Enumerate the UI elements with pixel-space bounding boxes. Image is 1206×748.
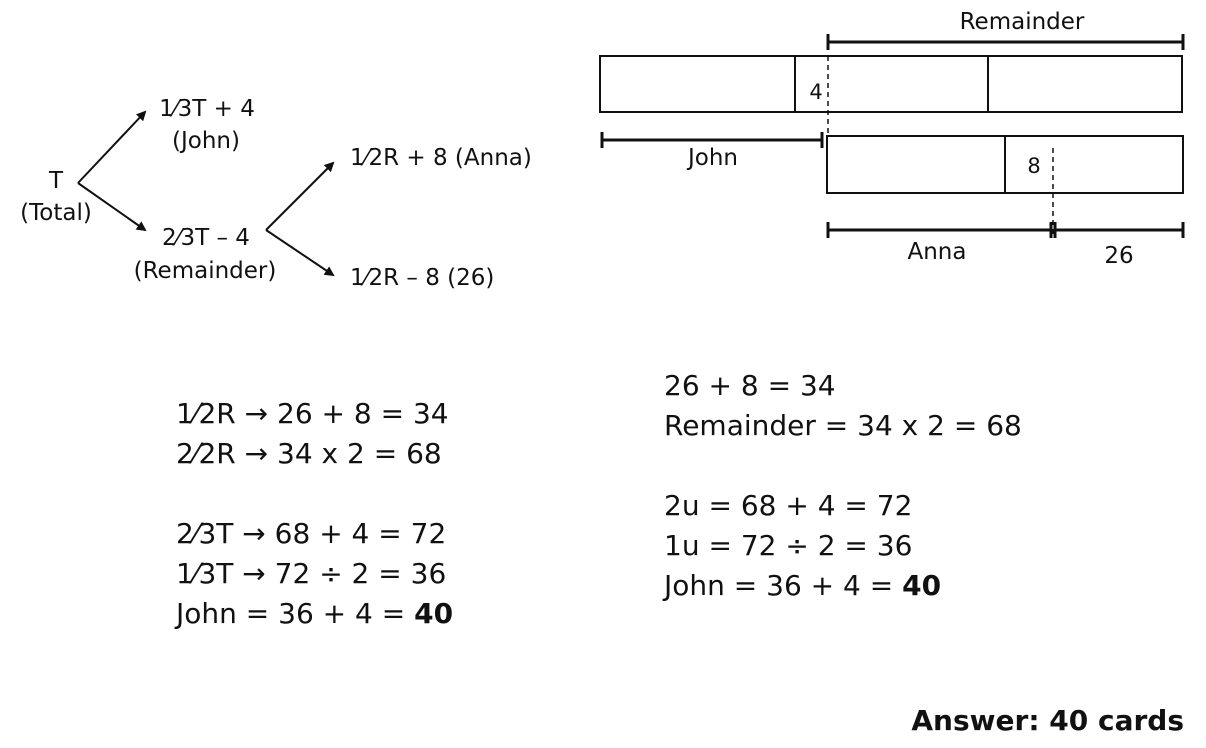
final-answer: Answer: 40 cards	[911, 704, 1184, 737]
left-working-result: 40	[414, 597, 454, 630]
anna-bracket	[826, 222, 1053, 238]
right-working-line-2: Remainder = 34 x 2 = 68	[664, 409, 1022, 442]
tree-john-label: (John)	[172, 128, 240, 154]
left-working: 1⁄2R → 26 + 8 = 34 2⁄2R → 34 x 2 = 68 2⁄…	[176, 394, 453, 634]
john-bracket	[600, 132, 824, 148]
left-working-line-5: John = 36 + 4 = 40	[176, 594, 453, 634]
tree-rest-expression: 1⁄2R – 8 (26)	[350, 265, 494, 291]
arrow-to-john	[77, 110, 147, 184]
tree-remainder-expression: 2⁄3T – 4	[162, 225, 250, 251]
top-bar-four-label: 4	[809, 80, 822, 104]
top-bar	[599, 55, 1183, 113]
anna-bracket-label: Anna	[908, 239, 967, 265]
twenty-six-bracket	[1053, 222, 1185, 238]
arrow-to-remainder	[77, 182, 147, 232]
bottom-bar-eight-label: 8	[1027, 154, 1040, 178]
right-working-line-3: 2u = 68 + 4 = 72	[664, 489, 913, 522]
tree-john-expression: 1⁄3T + 4	[159, 96, 255, 122]
right-working-result: 40	[902, 569, 942, 602]
tree-remainder-label: (Remainder)	[134, 258, 277, 284]
left-working-line-3: 2⁄3T → 68 + 4 = 72	[176, 517, 447, 550]
john-bracket-label: John	[686, 145, 738, 171]
tree-diagram: T (Total) 1⁄3T + 4 (John) 2⁄3T – 4 (Rema…	[20, 96, 532, 291]
right-working-line-4: 1u = 72 ÷ 2 = 36	[664, 529, 913, 562]
tree-anna-expression: 1⁄2R + 8 (Anna)	[350, 145, 532, 171]
right-working-spacer	[664, 446, 1022, 486]
right-working-line-5: John = 36 + 4 = 40	[664, 566, 1022, 606]
left-working-line-1: 1⁄2R → 26 + 8 = 34	[176, 397, 449, 430]
left-working-line-4: 1⁄3T → 72 ÷ 2 = 36	[176, 557, 447, 590]
arrow-to-anna	[265, 161, 335, 231]
tree-root-label: T	[48, 168, 64, 194]
remainder-bracket	[826, 34, 1185, 50]
remainder-bracket-label: Remainder	[960, 9, 1085, 35]
arrow-to-rest	[265, 229, 335, 277]
right-working-line-1: 26 + 8 = 34	[664, 369, 836, 402]
left-working-line-5-text: John = 36 + 4 =	[176, 597, 415, 630]
right-working: 26 + 8 = 34 Remainder = 34 x 2 = 68 2u =…	[664, 366, 1022, 606]
twenty-six-bracket-label: 26	[1104, 243, 1133, 269]
left-working-line-2: 2⁄2R → 34 x 2 = 68	[176, 437, 442, 470]
right-working-line-5-text: John = 36 + 4 =	[664, 569, 903, 602]
bar-model: Remainder 4 John 8 A	[599, 9, 1185, 269]
tree-root-sublabel: (Total)	[20, 200, 92, 226]
left-working-spacer	[176, 474, 453, 514]
